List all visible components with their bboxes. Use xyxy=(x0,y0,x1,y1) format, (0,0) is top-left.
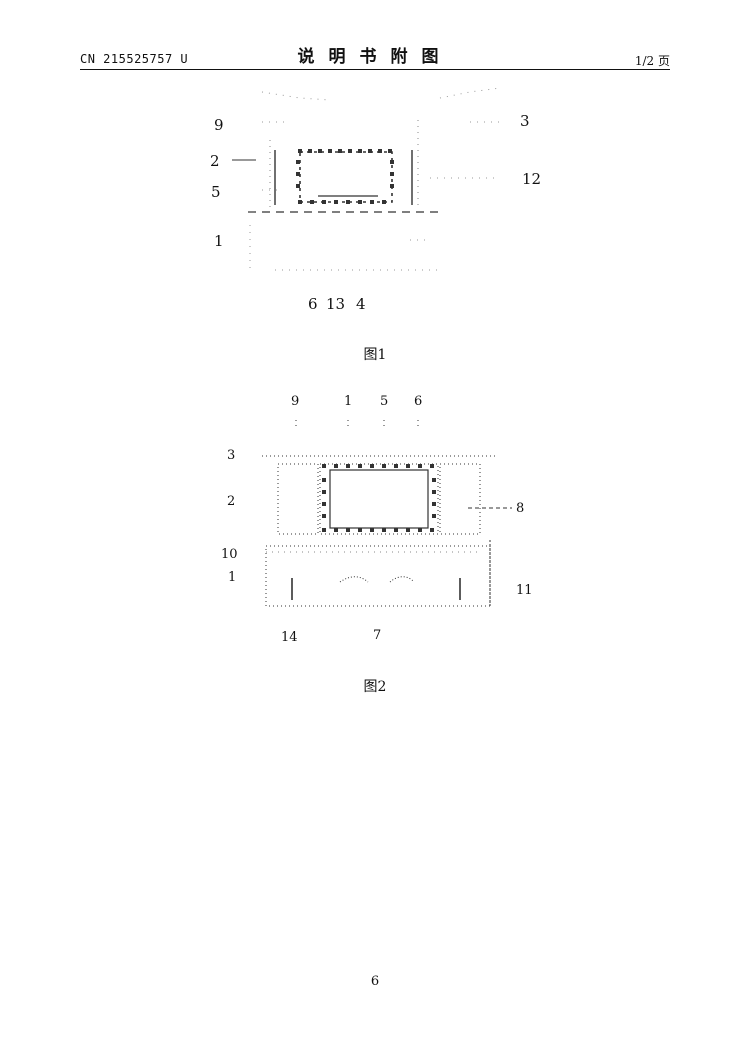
figure-2-drawing: 9 1 5 6 3 2 8 10 1 11 14 7 xyxy=(221,394,533,645)
fig1-label-13: 13 xyxy=(326,295,345,313)
fig1-label-2: 2 xyxy=(210,152,220,170)
fig1-label-3: 3 xyxy=(520,112,530,130)
fig2-label-14: 14 xyxy=(281,630,298,645)
fig2-label-6: 6 xyxy=(414,394,422,409)
figure-1-caption: 图1 xyxy=(363,347,387,363)
fig1-label-9: 9 xyxy=(214,116,224,134)
fig2-label-9: 9 xyxy=(291,394,299,409)
fig1-label-4: 4 xyxy=(356,295,366,313)
fig2-label-11: 11 xyxy=(516,583,533,598)
fig2-label-1-top: 1 xyxy=(344,394,352,409)
fig2-label-8: 8 xyxy=(516,501,524,516)
fig2-label-10: 10 xyxy=(221,547,238,562)
page-indicator: 1/2 页 xyxy=(634,54,670,68)
fig1-label-5: 5 xyxy=(211,183,221,201)
fig1-label-12: 12 xyxy=(522,170,541,188)
patent-number: CN 215525757 U xyxy=(80,52,189,66)
fig2-label-7: 7 xyxy=(373,628,381,643)
section-title: 说明书附图 xyxy=(297,47,453,67)
fig1-label-6: 6 xyxy=(308,295,318,313)
page-number: 6 xyxy=(370,974,380,989)
fig2-label-5: 5 xyxy=(380,394,388,409)
fig2-label-1: 1 xyxy=(228,570,236,585)
figure-1-drawing: 9 2 5 1 3 12 6 13 4 xyxy=(210,87,541,313)
fig2-label-3: 3 xyxy=(227,448,235,463)
figure-2-caption: 图2 xyxy=(363,679,387,695)
fig2-label-2: 2 xyxy=(227,494,235,509)
fig1-label-1: 1 xyxy=(214,232,224,250)
header-rule xyxy=(80,69,670,70)
